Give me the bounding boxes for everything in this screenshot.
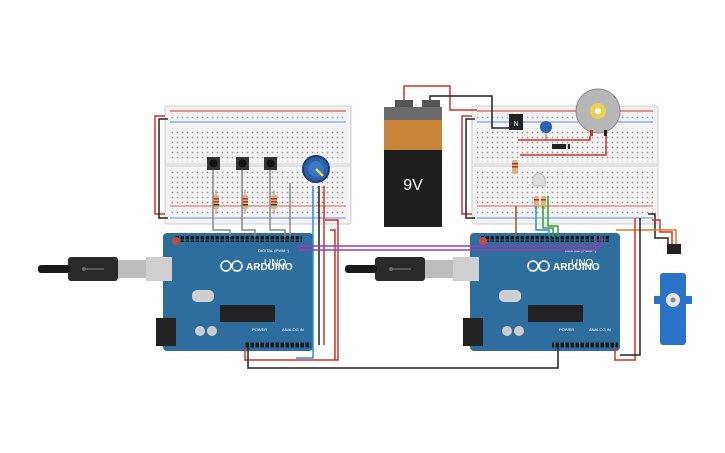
usb-icon [82,267,104,271]
battery-label: 9V [403,177,423,194]
arduino-left[interactable]: ARDUINO UNO DIGITAL (PWM~) POWER ANALOG … [156,233,313,351]
dc-motor[interactable] [575,88,621,136]
pushbutton-1[interactable] [207,157,220,170]
arduino-left-analog-label: ANALOG IN [282,327,304,332]
arduino-right[interactable]: ARDUINO UNO DIGITAL (PWM~) POWER ANALOG … [463,233,620,351]
arduino-right-model: UNO [571,258,593,269]
rgb-led[interactable] [532,172,546,187]
usb-cable-right[interactable] [345,257,479,281]
resistor-right-2[interactable] [534,196,539,209]
resistor-left-3[interactable] [271,190,277,214]
resistor-right-1[interactable] [512,160,518,174]
arduino-left-brand: ARDUINO [246,262,293,273]
breadboard-right[interactable] [471,105,659,225]
wires[interactable] [154,85,677,369]
breadboard-left[interactable] [164,105,352,225]
transistor[interactable]: N [509,114,523,130]
arduino-logo-icon [220,260,243,272]
potentiometer[interactable] [302,155,330,183]
arduino-left-digital-label: DIGITAL (PWM~) [258,248,290,253]
arduino-left-power-label: POWER [252,327,267,332]
servo-motor[interactable] [654,244,692,345]
diode[interactable] [552,144,570,149]
resistor-left-1[interactable] [213,190,219,214]
arduino-left-model: UNO [264,258,286,269]
arduino-right-analog-label: ANALOG IN [589,327,611,332]
pushbutton-2[interactable] [236,157,249,170]
battery-9v[interactable]: 9V [384,100,442,227]
arduino-logo-icon [527,260,550,272]
usb-cable-left[interactable] [38,257,172,281]
transistor-label: N [513,121,518,128]
usb-icon [389,267,411,271]
arduino-right-brand: ARDUINO [553,262,600,273]
pushbutton-3[interactable] [264,157,277,170]
capacitor[interactable] [540,121,552,140]
arduino-right-power-label: POWER [559,327,574,332]
resistor-left-2[interactable] [242,190,248,214]
resistor-right-3[interactable] [541,196,546,209]
